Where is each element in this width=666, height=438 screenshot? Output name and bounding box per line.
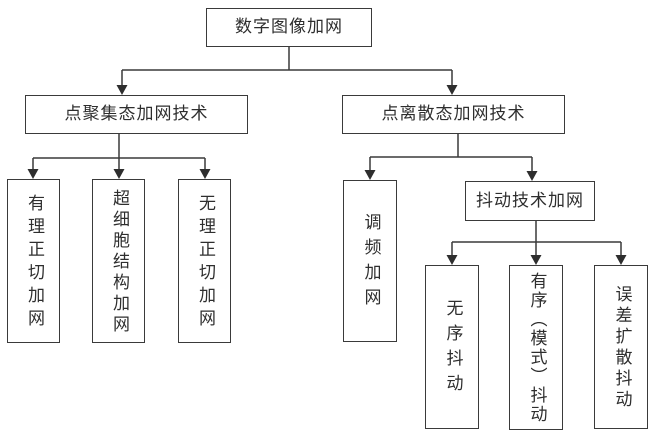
node-label: 超细胞结构加网 bbox=[109, 188, 129, 336]
node-label: 无序抖动 bbox=[442, 299, 463, 399]
node-supercell-structure-screening: 超细胞结构加网 bbox=[92, 179, 145, 343]
node-label: 有序（模式）抖动 bbox=[526, 272, 547, 424]
node-fm-screening: 调频加网 bbox=[343, 180, 397, 342]
arrowhead-icon bbox=[446, 85, 458, 95]
node-label: 有理正切加网 bbox=[24, 193, 44, 332]
node-ordered-pattern-dither: 有序（模式）抖动 bbox=[509, 265, 563, 430]
node-irrational-tangent-screening: 无理正切加网 bbox=[178, 179, 231, 343]
arrowhead-icon bbox=[113, 169, 125, 179]
node-clustered-dot-screening: 点聚集态加网技术 bbox=[25, 95, 248, 134]
arrowhead-icon bbox=[364, 170, 376, 180]
node-label: 无理正切加网 bbox=[195, 193, 215, 332]
arrowhead-icon bbox=[526, 171, 538, 181]
connector-dispersed bbox=[369, 134, 533, 171]
arrowhead-icon bbox=[615, 255, 627, 265]
node-dispersed-dot-screening: 点离散态加网技术 bbox=[342, 95, 565, 134]
node-label: 误差扩散抖动 bbox=[611, 285, 632, 411]
connector-dither bbox=[451, 221, 622, 255]
node-error-diffusion-dither: 误差扩散抖动 bbox=[594, 265, 648, 429]
arrowhead-icon bbox=[116, 85, 128, 95]
node-label: 调频加网 bbox=[360, 213, 381, 313]
node-disordered-dither: 无序抖动 bbox=[425, 265, 479, 429]
node-rational-tangent-screening: 有理正切加网 bbox=[7, 179, 60, 343]
node-digital-image-screening: 数字图像加网 bbox=[206, 8, 372, 47]
arrowhead-icon bbox=[199, 169, 211, 179]
arrowhead-icon bbox=[446, 255, 458, 265]
connector-clustered bbox=[32, 134, 206, 169]
connector-root bbox=[121, 47, 453, 85]
arrowhead-icon bbox=[27, 169, 39, 179]
node-dither-technique-screening: 抖动技术加网 bbox=[465, 181, 595, 221]
arrowhead-icon bbox=[530, 255, 542, 265]
